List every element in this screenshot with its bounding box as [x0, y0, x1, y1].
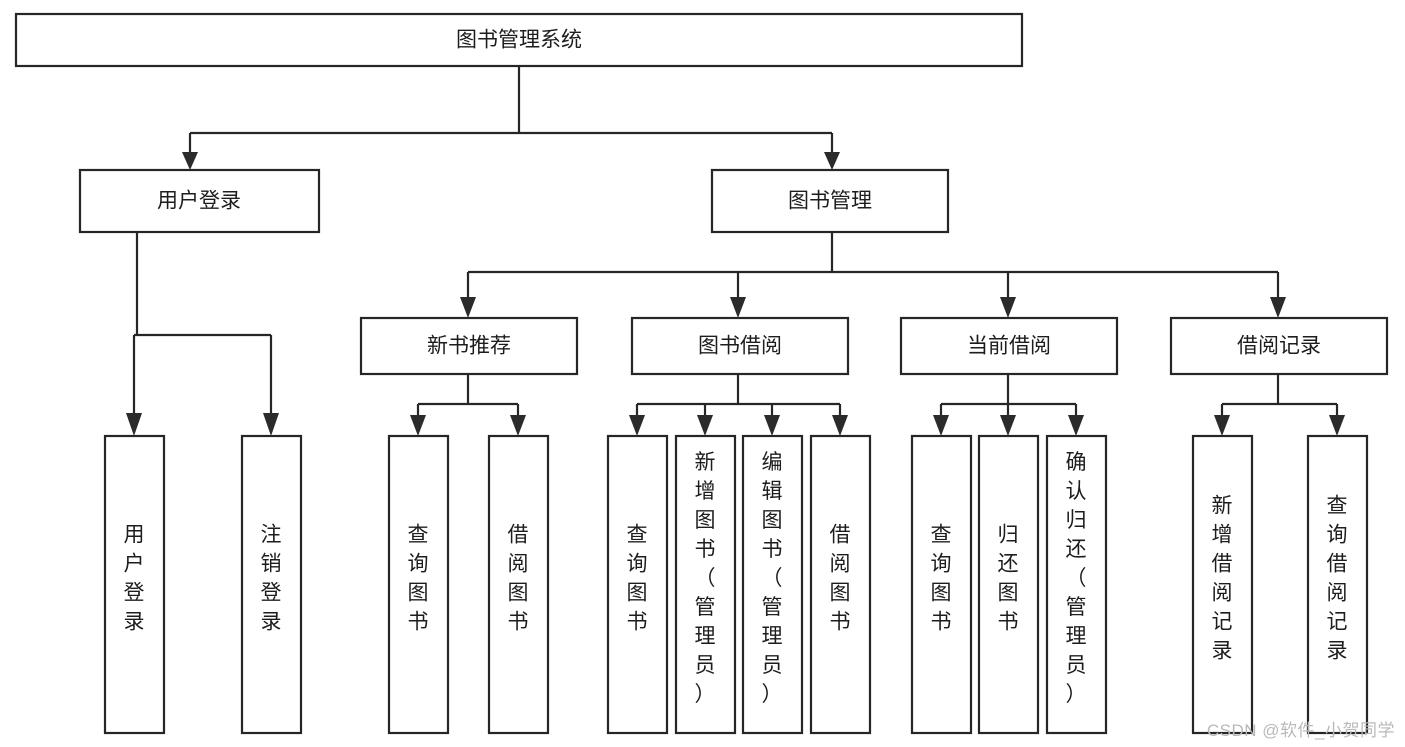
- node-leaf-edit-book-box[interactable]: [741, 434, 804, 735]
- node-leaf-add-book-box[interactable]: [674, 434, 737, 735]
- arrow-head-leaf-borrow-book-1: [510, 415, 526, 436]
- node-leaf-add-record-box[interactable]: [1191, 434, 1254, 735]
- arrow-head-user-login: [182, 152, 198, 170]
- node-leaf-add-book-label: 新增图书（管理员）: [695, 451, 716, 706]
- node-book-borrow[interactable]: 图书借阅: [630, 316, 850, 376]
- node-leaf-return-book-label: 归还图书: [998, 524, 1019, 634]
- node-leaf-query-book-1-label: 查询图书: [408, 524, 429, 634]
- arrow-head-borrowrecord: [1270, 297, 1286, 318]
- node-new-book-rec-box[interactable]: [359, 316, 579, 376]
- arrow-head-leaf-edit-book: [764, 415, 780, 436]
- node-leaf-query-record-box[interactable]: [1306, 434, 1369, 735]
- node-leaf-query-book-2-label: 查询图书: [627, 524, 648, 634]
- node-current-borrow-label: 当前借阅: [967, 335, 1051, 358]
- node-user-login[interactable]: 用户登录: [78, 168, 321, 234]
- node-leaf-confirm-return-box[interactable]: [1045, 434, 1108, 735]
- arrow-head-leaf-query-book-1: [410, 415, 426, 436]
- node-root[interactable]: 图书管理系统: [14, 12, 1024, 68]
- arrow-head-leaf-logout: [263, 413, 279, 436]
- node-leaf-logout[interactable]: 注销登录: [240, 434, 303, 735]
- node-book-borrow-box[interactable]: [630, 316, 850, 376]
- arrow-head-leaf-confirm-return: [1068, 415, 1084, 436]
- node-leaf-edit-book[interactable]: 编辑图书（管理员）: [741, 434, 804, 735]
- node-leaf-query-record-label: 查询借阅记录: [1327, 495, 1348, 663]
- node-leaf-borrow-book-1-label: 借阅图书: [508, 524, 529, 634]
- node-new-book-rec[interactable]: 新书推荐: [359, 316, 579, 376]
- node-leaf-confirm-return-label: 确认归还（管理员）: [1066, 451, 1087, 706]
- node-leaf-borrow-book-2-box[interactable]: [809, 434, 872, 735]
- node-leaf-query-record[interactable]: 查询借阅记录: [1306, 434, 1369, 735]
- node-leaf-query-book-3[interactable]: 查询图书: [910, 434, 973, 735]
- connectors-group: [126, 66, 1345, 436]
- arrow-head-currentborrow: [1000, 297, 1016, 318]
- arrow-head-leaf-query-book-3: [933, 415, 949, 436]
- node-leaf-query-book-2-box[interactable]: [606, 434, 669, 735]
- node-leaf-query-book-3-label: 查询图书: [931, 524, 952, 634]
- node-leaf-user-login[interactable]: 用户登录: [103, 434, 166, 735]
- node-leaf-query-book-1[interactable]: 查询图书: [387, 434, 450, 735]
- node-book-borrow-label: 图书借阅: [698, 335, 782, 358]
- arrow-head-leaf-query-book-2: [629, 415, 645, 436]
- node-leaf-add-book[interactable]: 新增图书（管理员）: [674, 434, 737, 735]
- node-book-manage-box[interactable]: [710, 168, 950, 234]
- node-borrow-record-label: 借阅记录: [1237, 335, 1321, 358]
- watermark: CSDN @软件_小贺同学: [1206, 721, 1395, 740]
- node-leaf-borrow-book-1-box[interactable]: [487, 434, 550, 735]
- arrow-head-newbook: [460, 297, 476, 318]
- node-leaf-return-book[interactable]: 归还图书: [977, 434, 1040, 735]
- node-user-login-box[interactable]: [78, 168, 321, 234]
- arrow-head-leaf-query-record: [1329, 415, 1345, 436]
- node-leaf-user-login-box[interactable]: [103, 434, 166, 735]
- arrow-head-leaf-add-record: [1214, 415, 1230, 436]
- arrow-head-book-manage: [824, 152, 840, 170]
- node-current-borrow-box[interactable]: [899, 316, 1119, 376]
- node-book-manage-label: 图书管理: [788, 190, 872, 213]
- node-leaf-logout-box[interactable]: [240, 434, 303, 735]
- arrow-head-leaf-user-login: [126, 413, 142, 436]
- node-new-book-rec-label: 新书推荐: [427, 335, 511, 358]
- arrow-head-leaf-borrow-book-2: [832, 415, 848, 436]
- node-leaf-logout-label: 注销登录: [261, 524, 282, 634]
- node-current-borrow[interactable]: 当前借阅: [899, 316, 1119, 376]
- node-user-login-label: 用户登录: [157, 190, 241, 213]
- arrow-head-bookborrow: [730, 297, 746, 318]
- node-leaf-query-book-3-box[interactable]: [910, 434, 973, 735]
- node-leaf-borrow-book-1[interactable]: 借阅图书: [487, 434, 550, 735]
- arrow-head-leaf-add-book: [697, 415, 713, 436]
- node-leaf-add-record[interactable]: 新增借阅记录: [1191, 434, 1254, 735]
- node-borrow-record-box[interactable]: [1169, 316, 1389, 376]
- node-leaf-edit-book-label: 编辑图书（管理员）: [762, 451, 783, 706]
- node-borrow-record[interactable]: 借阅记录: [1169, 316, 1389, 376]
- node-root-box[interactable]: [14, 12, 1024, 68]
- node-root-label: 图书管理系统: [456, 29, 582, 52]
- node-book-manage[interactable]: 图书管理: [710, 168, 950, 234]
- node-leaf-borrow-book-2[interactable]: 借阅图书: [809, 434, 872, 735]
- node-leaf-return-book-box[interactable]: [977, 434, 1040, 735]
- node-leaf-user-login-label: 用户登录: [124, 524, 145, 634]
- node-leaf-query-book-1-box[interactable]: [387, 434, 450, 735]
- node-leaf-query-book-2[interactable]: 查询图书: [606, 434, 669, 735]
- node-leaf-add-record-label: 新增借阅记录: [1212, 495, 1233, 663]
- node-leaf-confirm-return[interactable]: 确认归还（管理员）: [1045, 434, 1108, 735]
- arrow-head-leaf-return-book: [1000, 415, 1016, 436]
- node-leaf-borrow-book-2-label: 借阅图书: [830, 524, 851, 634]
